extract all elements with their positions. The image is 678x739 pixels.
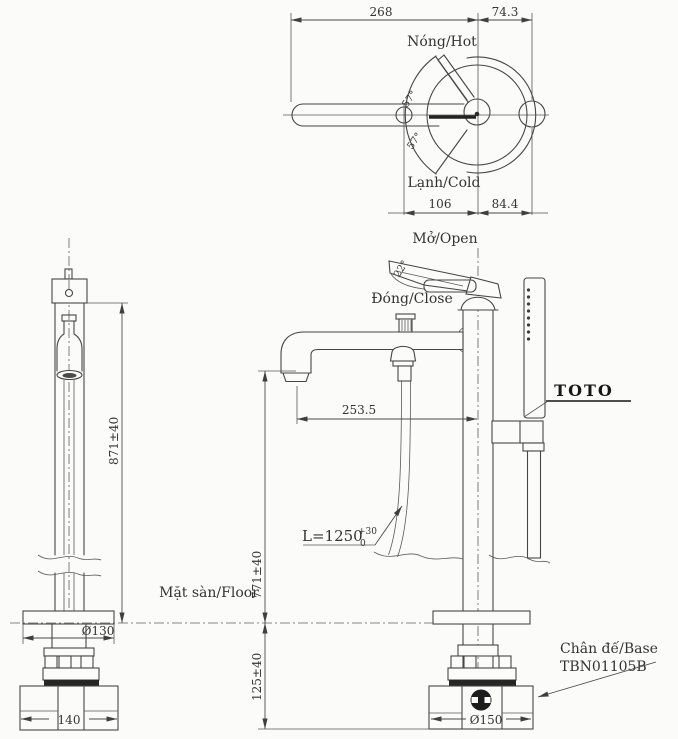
label-cold: Lạnh/Cold <box>408 175 481 191</box>
base-callout: Chân đế/Base TBN01105B <box>537 640 658 698</box>
hose-tol-upper: +30 <box>358 527 377 537</box>
right-port-circle <box>518 100 546 128</box>
break-line <box>373 551 464 560</box>
shower-wand <box>523 277 546 419</box>
hose-bell <box>389 345 417 362</box>
theta-mark <box>470 689 492 711</box>
label-base-name: Chân đế/Base <box>560 640 658 657</box>
handle <box>388 260 502 311</box>
label-base-model: TBN01105B <box>560 659 647 675</box>
spout <box>280 313 464 558</box>
label-floor: Mặt sàn/Floor <box>159 584 259 601</box>
label-open: Mở/Open <box>412 230 477 247</box>
angle-hot: 57° <box>400 89 419 110</box>
dim-871: 871±40 <box>107 417 121 465</box>
center-dot <box>474 111 480 117</box>
hose-length-callout: L=1250 +30 0 <box>302 505 403 549</box>
dim-150: Ø150 <box>470 713 503 727</box>
side-base <box>19 610 119 731</box>
shower-hose <box>388 380 402 556</box>
bolt <box>44 655 58 669</box>
label-close: Đóng/Close <box>371 291 453 307</box>
handle-dome <box>460 296 496 311</box>
spout-screw-mark <box>395 103 413 127</box>
break-line <box>488 554 551 564</box>
hand-shower <box>491 277 546 559</box>
hose-length: L=1250 <box>302 527 363 545</box>
bolt <box>80 655 94 669</box>
dim-268: 268 <box>370 5 393 19</box>
side-column <box>54 302 85 612</box>
front-view: Mở/Open Đóng/Close 22° <box>10 230 658 730</box>
front-base: Ø150 <box>428 610 534 730</box>
bolt <box>58 655 72 669</box>
shower-hose <box>397 380 411 558</box>
floor-cover-plate <box>22 610 115 625</box>
wand-spray-dots <box>526 288 531 341</box>
handle-escutcheon <box>426 64 528 166</box>
dim-130: Ø130 <box>82 624 115 638</box>
column <box>462 309 494 612</box>
side-top-block <box>51 278 88 304</box>
top-view: 268 74.3 106 84.4 <box>283 5 549 216</box>
hose-nut <box>397 365 412 382</box>
dim-74-3: 74.3 <box>492 5 519 19</box>
bolt <box>450 655 464 669</box>
dim-106: 106 <box>429 197 452 211</box>
dim-140: 140 <box>58 713 81 727</box>
diverter-cap-flange <box>395 313 416 320</box>
spout-plan <box>291 103 465 127</box>
side-handshower <box>56 314 83 611</box>
wand-holder-bracket <box>491 420 544 444</box>
floor-cover-plate <box>432 610 531 625</box>
handle-lever-plan <box>429 54 476 119</box>
spray-face <box>62 373 77 378</box>
gasket-band <box>44 680 99 686</box>
handle-lever-closed <box>423 279 477 293</box>
break-line <box>37 554 102 561</box>
dim-771: 771±40 <box>250 551 264 599</box>
break-line <box>37 570 102 577</box>
side-view: Ø130 140 871±40 <box>19 238 128 731</box>
bolt <box>463 655 477 669</box>
base-box <box>19 685 119 731</box>
dim-125: 125±40 <box>250 653 264 701</box>
label-hot: Nóng/Hot <box>407 34 477 50</box>
hose-tol-lower: 0 <box>360 539 366 549</box>
toto-logo: TOTO <box>554 381 614 400</box>
side-top-nub <box>64 268 73 280</box>
dim-253-5: 253.5 <box>342 403 376 417</box>
cartridge-circle <box>463 98 491 126</box>
spout-outlet-face <box>282 372 310 383</box>
handle-sweep-arc <box>466 56 537 174</box>
wand-connector <box>526 450 542 559</box>
bolt <box>498 655 512 669</box>
diverter-cap <box>398 318 413 333</box>
gasket-band <box>449 680 516 686</box>
dim-84-4: 84.4 <box>492 197 519 211</box>
